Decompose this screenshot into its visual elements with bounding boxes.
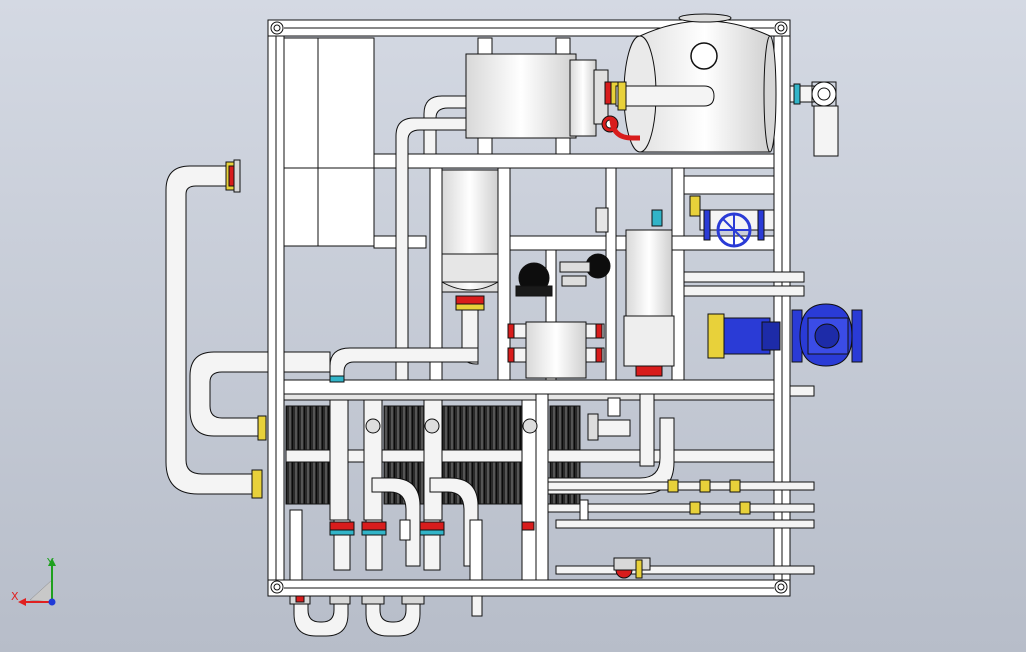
float-ball-traps — [515, 253, 611, 297]
main-frame — [267, 19, 791, 597]
mid-left-pipe — [329, 347, 479, 383]
x-axis-arrowhead — [18, 598, 26, 606]
buffer-tank — [609, 13, 777, 153]
lower-right-pipes — [547, 393, 815, 575]
red-valve-small — [613, 557, 651, 579]
bottom-outlet-stubs — [329, 519, 535, 571]
z-axis-dot — [48, 598, 56, 606]
exchanger-u-bends — [371, 397, 675, 567]
x-axis-label: X — [11, 590, 19, 603]
blue-valve-small — [699, 209, 775, 248]
plate-heat-exchanger — [595, 195, 701, 377]
coordinate-triad: Y X — [11, 556, 56, 606]
top-pump-assembly — [465, 37, 620, 155]
lower-frame-posts — [289, 509, 483, 581]
left-outer-pipe — [165, 159, 263, 499]
separator-vessel — [441, 169, 499, 365]
right-outlet-pipes — [683, 271, 815, 397]
center-pump — [507, 321, 605, 379]
y-axis-arrowhead — [48, 558, 56, 566]
left-inner-pipe — [189, 351, 331, 441]
y-axis-label: Y — [46, 556, 54, 569]
bottom-u-pipes — [289, 595, 483, 637]
top-right-fitting — [789, 81, 839, 157]
blue-gate-valve-large — [707, 303, 863, 367]
